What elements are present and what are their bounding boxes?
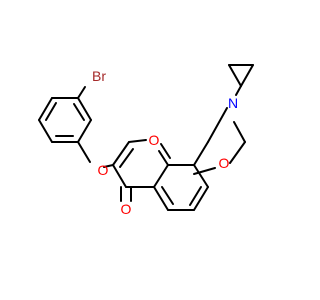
nitrogen-label: N — [228, 95, 238, 111]
bond — [158, 150, 169, 166]
bond — [77, 119, 92, 143]
bond — [128, 139, 147, 143]
bond — [77, 141, 91, 163]
bond — [193, 164, 209, 188]
bond — [189, 186, 202, 206]
bond — [229, 141, 246, 164]
bond — [153, 186, 169, 211]
bond — [240, 64, 254, 87]
cyclopropyl-ring — [228, 64, 254, 87]
bond — [112, 141, 130, 166]
bond — [119, 148, 134, 168]
pyranone-ring — [112, 139, 171, 188]
ether-linkage — [77, 141, 114, 168]
ether-oxygen-label: O — [98, 162, 109, 178]
bond — [77, 86, 86, 99]
bond — [73, 103, 85, 121]
bond — [228, 64, 242, 87]
bond — [38, 97, 53, 121]
bond — [45, 102, 57, 121]
bond — [77, 97, 92, 121]
bond — [112, 164, 127, 188]
bromophenyl-ring — [38, 86, 92, 143]
benzo-ring — [153, 164, 209, 211]
bond — [103, 164, 114, 168]
bond — [235, 85, 242, 96]
pyran-oxygen-label: O — [149, 132, 160, 148]
carbonyl-group — [120, 186, 132, 202]
bond — [193, 167, 216, 175]
bromine-label: Br — [92, 68, 106, 84]
bond — [161, 186, 174, 205]
bond — [193, 186, 209, 211]
bond — [38, 119, 53, 143]
bond — [207, 107, 228, 143]
bond — [153, 164, 169, 188]
oxazine-oxygen-label: O — [219, 155, 230, 171]
bond — [233, 121, 246, 143]
bond — [193, 141, 209, 166]
molecule-structure-diagram: Br O O O O N — [38, 64, 254, 217]
carbonyl-oxygen-label: O — [121, 201, 132, 217]
bond — [160, 143, 171, 159]
oxazine-ring — [193, 85, 246, 175]
